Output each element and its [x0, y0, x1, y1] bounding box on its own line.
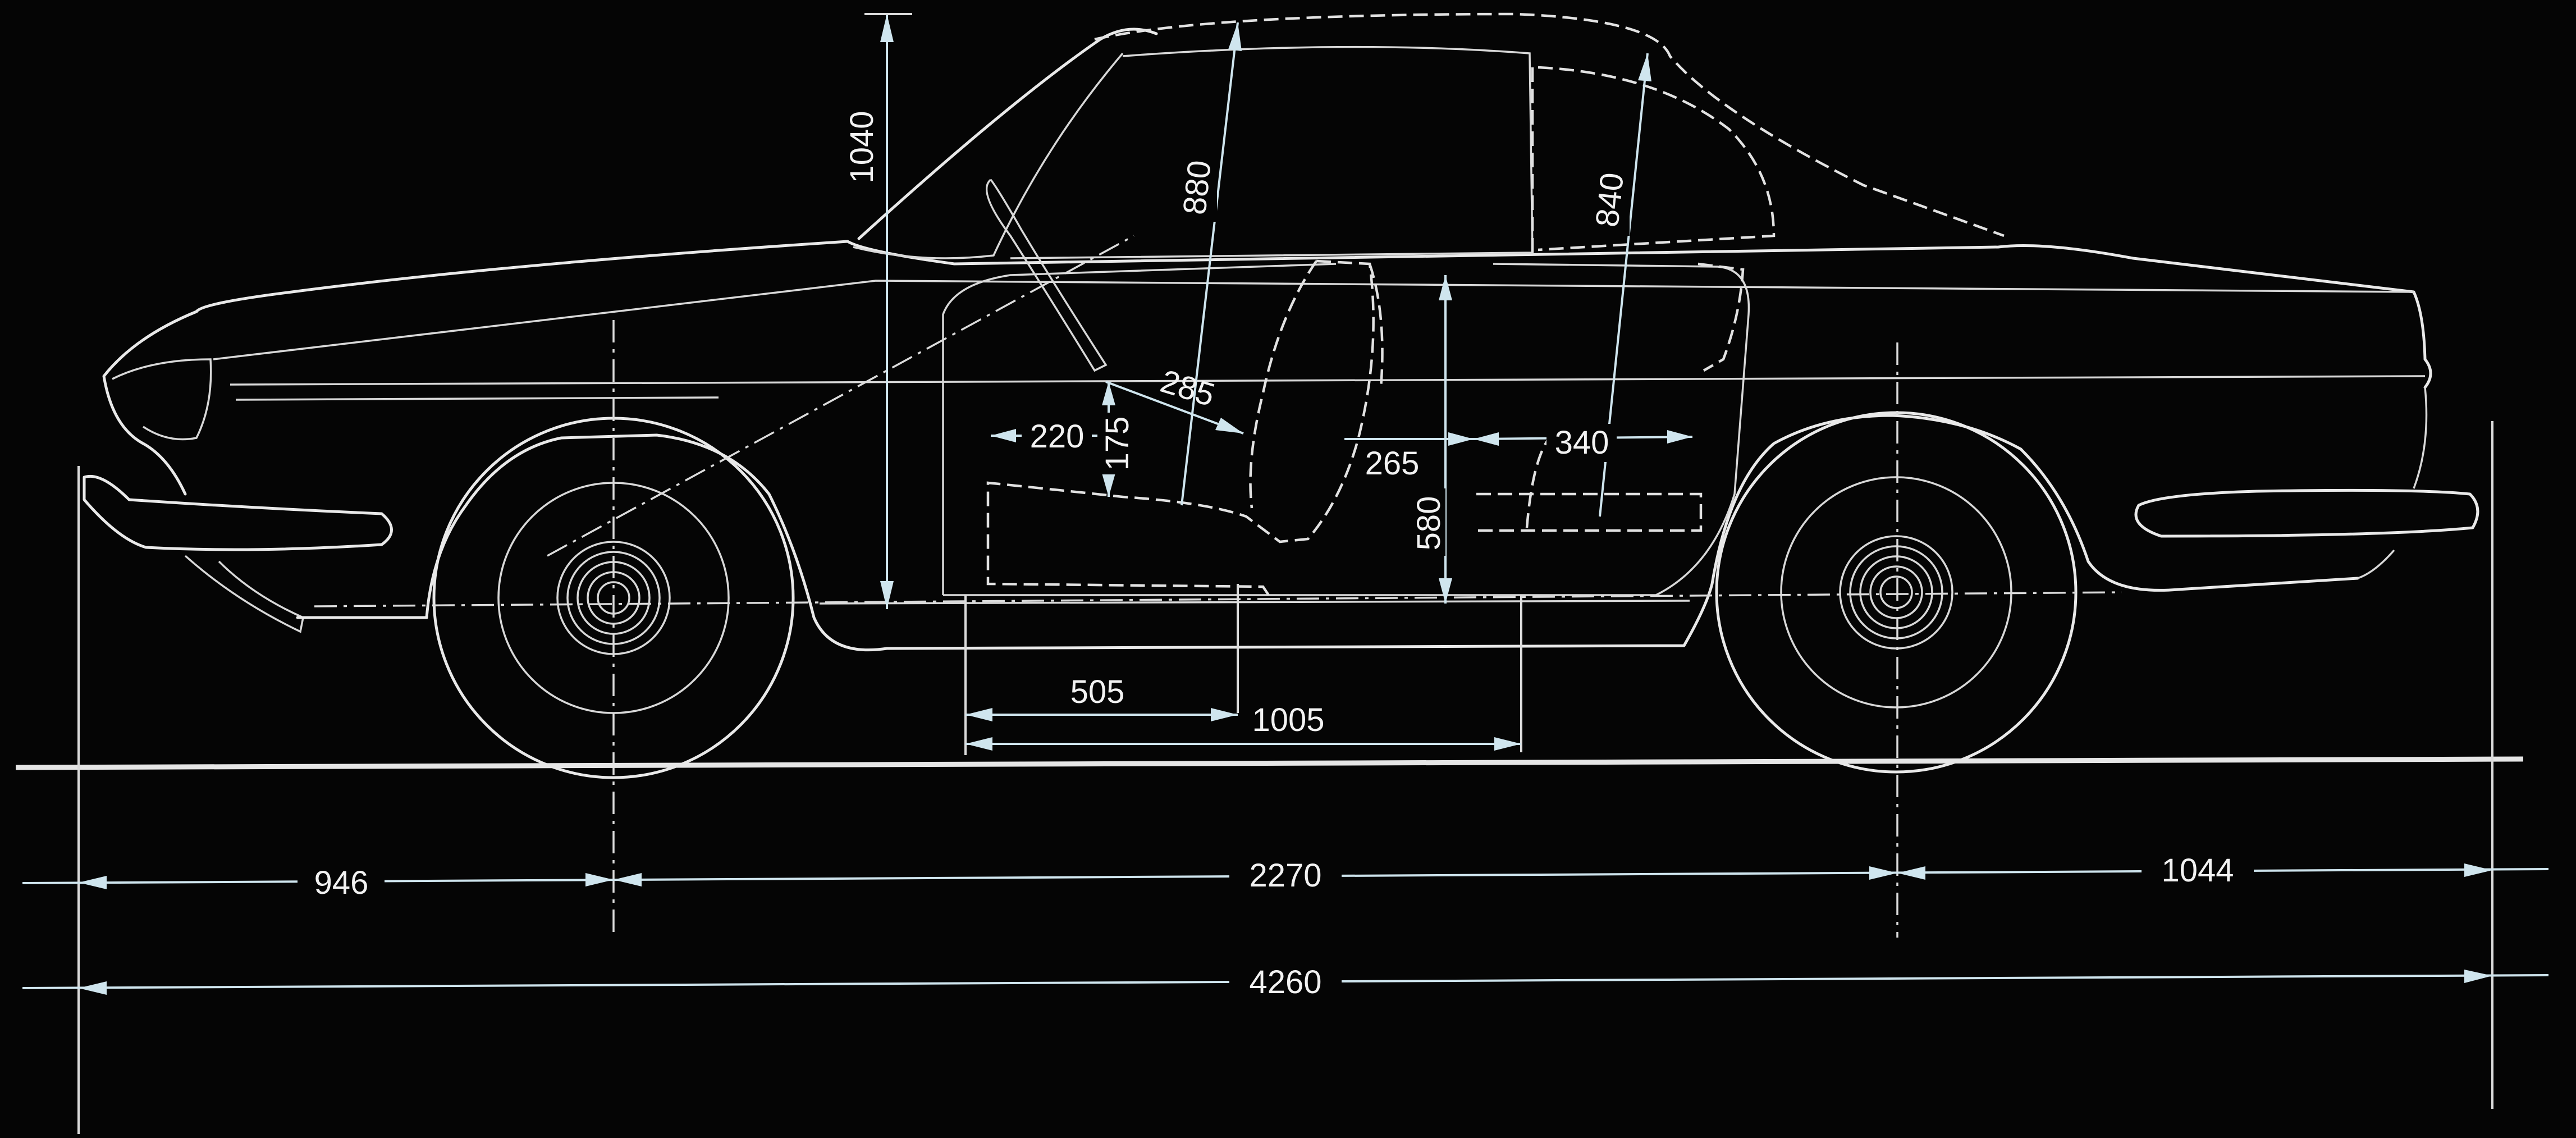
seat-angle-line — [547, 235, 1134, 557]
side-window — [1010, 45, 1534, 259]
label-overall-length: 4260 — [1249, 964, 1321, 1000]
rear-tire — [1715, 411, 2078, 774]
rear-valance — [2357, 387, 2428, 579]
windshield — [853, 52, 1124, 259]
label-rear-overhang: 1044 — [2161, 852, 2234, 889]
side-trim-upper — [230, 375, 2426, 386]
axle-centerline — [314, 591, 2122, 607]
car-body — [83, 12, 2479, 652]
label-rear-headroom: 840 — [1589, 171, 1631, 228]
label-seat-cushion: 220 — [1030, 418, 1085, 455]
front-valance — [184, 555, 304, 633]
label-front-headroom: 880 — [1176, 158, 1218, 216]
dimension-labels: 946 2270 1044 4260 1040 880 840 285 220 … — [298, 101, 2254, 1003]
headlight — [112, 358, 212, 441]
side-trim-lower — [235, 396, 719, 401]
rear-hubcap-5 — [1879, 575, 1913, 609]
label-cabin-length: 1005 — [1252, 702, 1324, 738]
steering-wheel — [986, 179, 1108, 372]
label-front-seat-travel: 505 — [1070, 674, 1125, 710]
roof-front-pillar — [857, 28, 1158, 240]
rear-seat-back — [1525, 437, 1550, 528]
rear-bumper — [2134, 488, 2479, 538]
rear-seat — [1476, 262, 1745, 532]
rear-wheel — [1715, 411, 2078, 774]
front-seat — [986, 259, 1375, 596]
dim-front-headroom — [1181, 22, 1239, 506]
label-rear-seat-height: 580 — [1411, 496, 1447, 551]
label-interior-height: 1040 — [844, 111, 880, 183]
rear-hubcap-1 — [1839, 535, 1953, 650]
label-front-overhang: 946 — [314, 865, 369, 901]
beltline — [213, 280, 2414, 360]
ground-line — [15, 756, 2524, 770]
body-top-line — [195, 240, 2432, 389]
rear-hubcap-2 — [1849, 545, 1943, 639]
rear-rim — [1780, 476, 2012, 709]
label-rear-legroom: 265 — [1365, 445, 1420, 482]
front-bumper — [83, 474, 393, 551]
centerlines — [314, 235, 2122, 938]
door-outline — [942, 263, 1750, 596]
front-lower-body — [296, 414, 2359, 652]
dimension-lines — [22, 13, 2549, 995]
label-rear-seat-depth: 340 — [1555, 424, 1609, 461]
front-seat-back — [1249, 260, 1384, 509]
label-seat-back: 285 — [1156, 363, 1219, 413]
label-wheelbase: 2270 — [1249, 857, 1321, 894]
label-seat-height-offset: 175 — [1099, 417, 1136, 471]
front-nose — [102, 310, 198, 496]
rear-hubcap-4 — [1869, 565, 1923, 619]
rear-hubcap-3 — [1859, 555, 1933, 629]
rear-window — [1538, 66, 1776, 252]
